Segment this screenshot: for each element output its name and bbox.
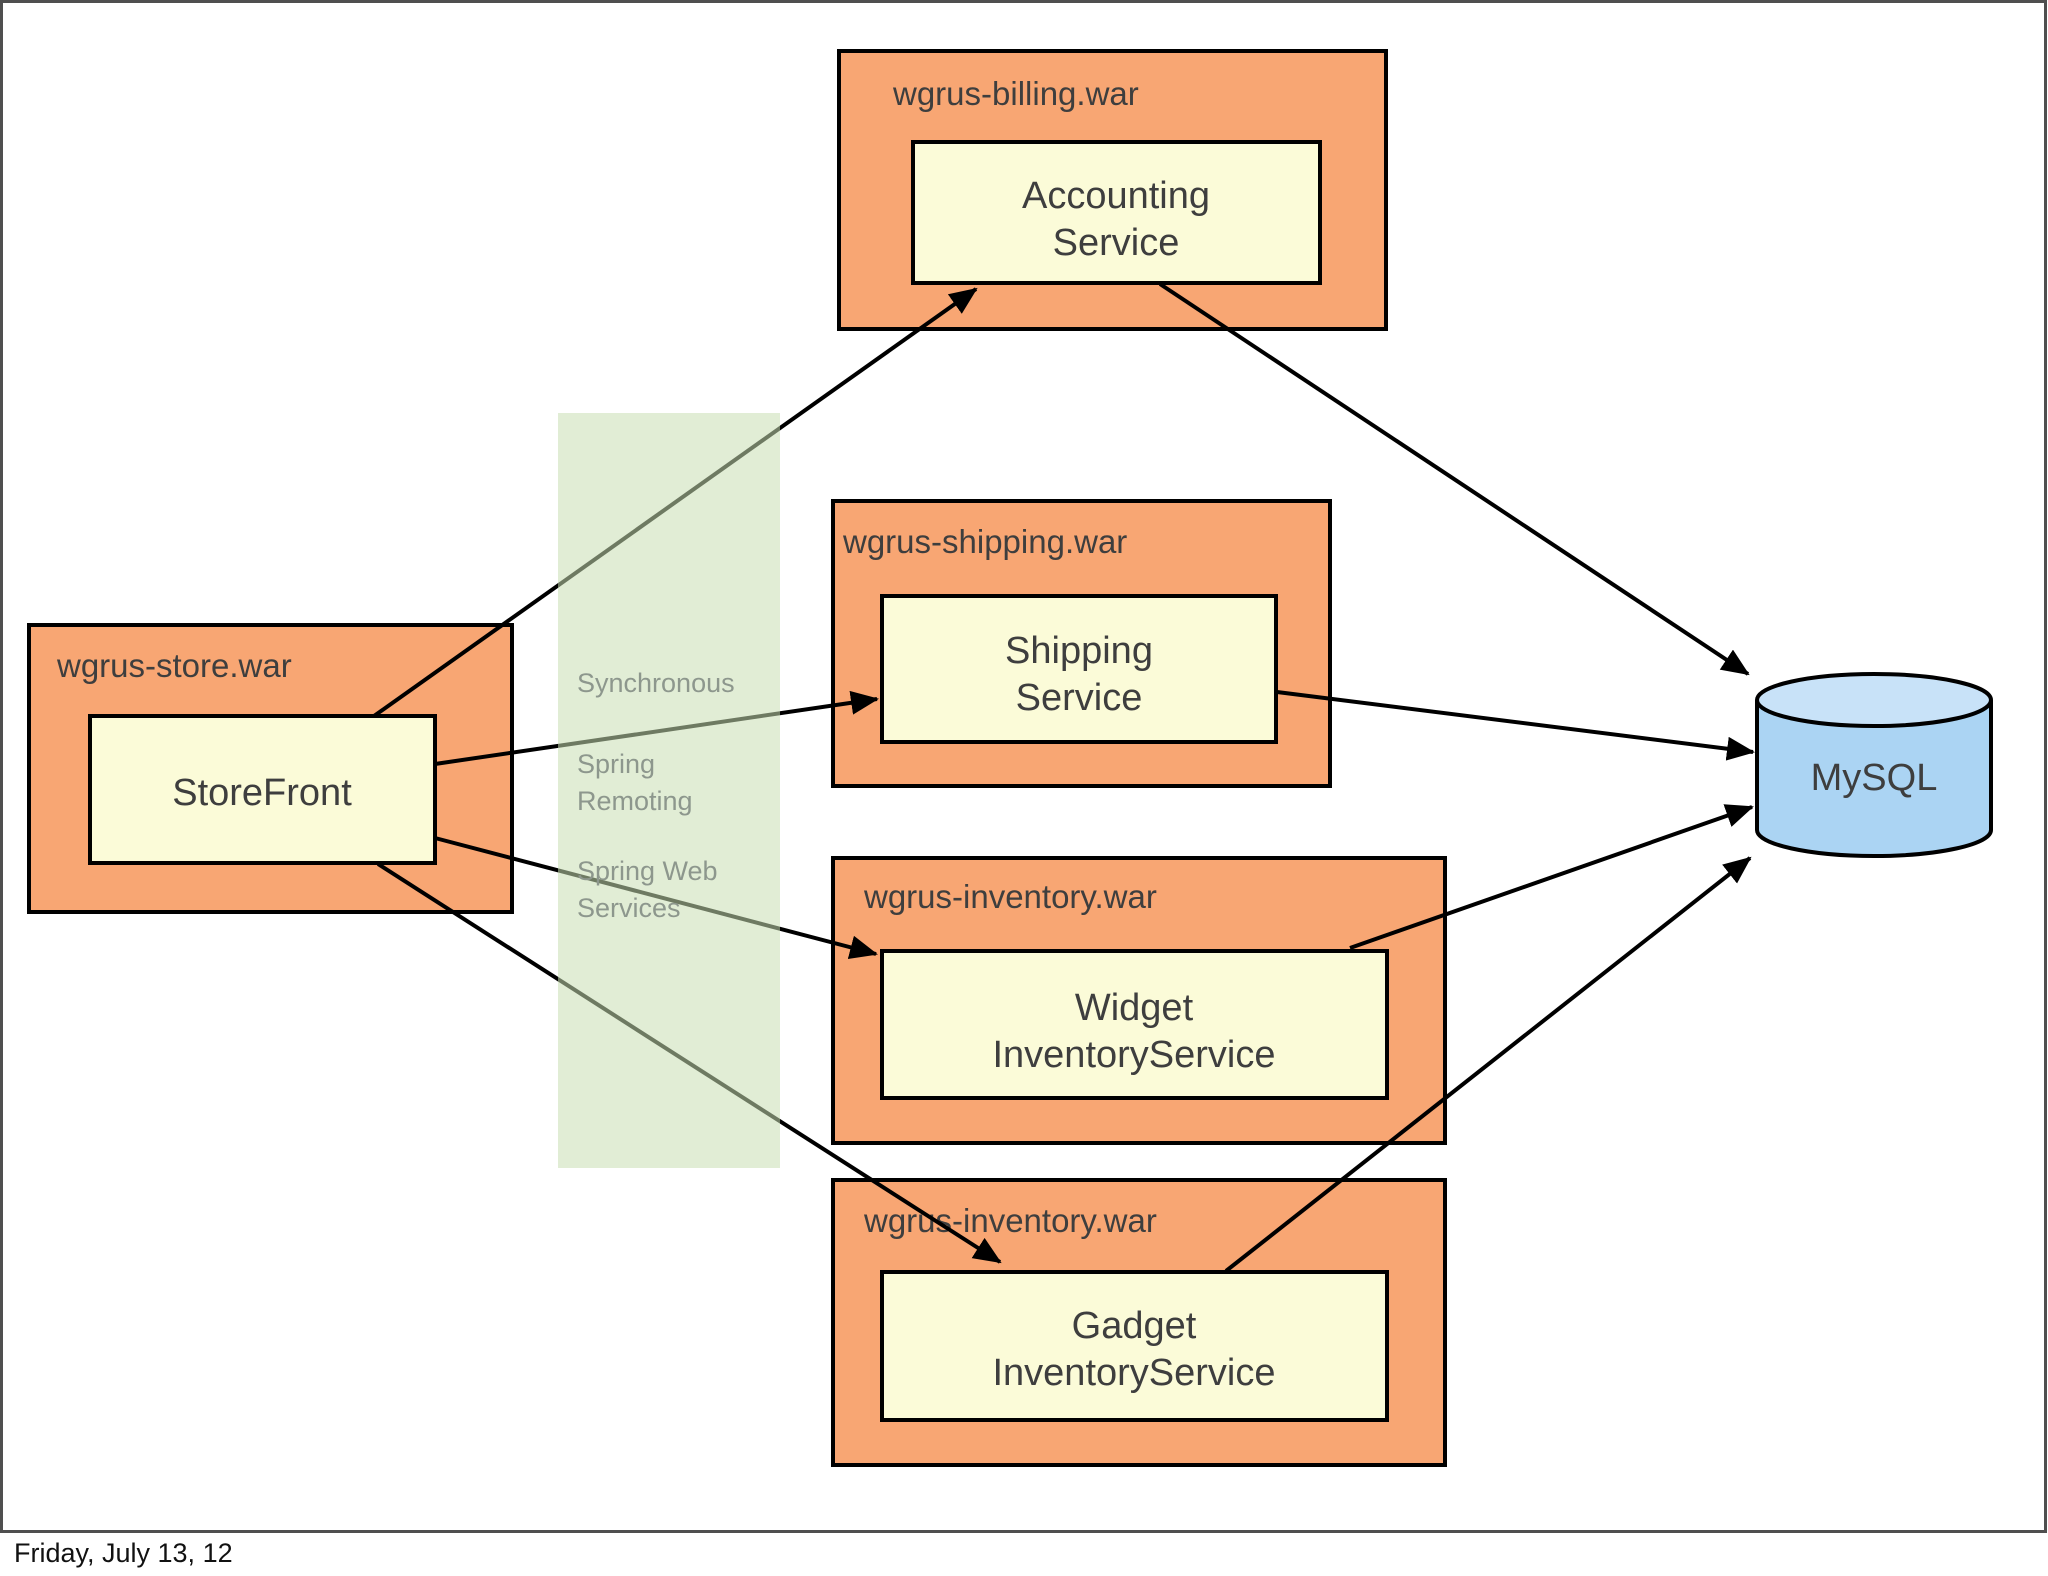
service-label-storefront: StoreFront xyxy=(172,772,352,814)
band-label-synchronous: Synchronous xyxy=(577,668,735,698)
war-label-store: wgrus-store.war xyxy=(56,647,292,684)
service-label-widget-line2: InventoryService xyxy=(992,1034,1275,1076)
arrow-accounting-to-mysql xyxy=(1158,282,1750,676)
war-label-gadget-inventory: wgrus-inventory.war xyxy=(863,1202,1157,1239)
service-label-gadget-line1: Gadget xyxy=(1072,1305,1197,1347)
war-label-widget-inventory: wgrus-inventory.war xyxy=(863,878,1157,915)
band-label-spring-web-services-line2: Services xyxy=(577,893,681,923)
database-label: MySQL xyxy=(1811,757,1938,799)
page-border xyxy=(0,0,2047,1533)
database-cylinder-top xyxy=(1755,672,1993,728)
synchronous-band-overlay xyxy=(558,413,780,1168)
arrow-widget-inventory-to-mysql xyxy=(1349,804,1754,950)
container-wgrus-store-war: wgrus-store.war StoreFront xyxy=(27,623,514,914)
database-cylinder-body xyxy=(1755,700,1993,858)
service-label-accounting-line2: Service xyxy=(1053,222,1180,264)
war-label-billing: wgrus-billing.war xyxy=(892,75,1139,112)
service-box-accounting xyxy=(911,140,1322,285)
container-wgrus-inventory-war-gadget: wgrus-inventory.war Gadget InventoryServ… xyxy=(831,1178,1447,1467)
service-box-storefront xyxy=(88,714,437,865)
footer-date: Friday, July 13, 12 xyxy=(14,1538,233,1568)
service-box-gadget-inventory xyxy=(880,1270,1389,1422)
service-label-gadget-line2: InventoryService xyxy=(992,1352,1275,1394)
container-wgrus-billing-war: wgrus-billing.war Accounting Service xyxy=(837,49,1388,331)
service-label-widget-line1: Widget xyxy=(1075,987,1194,1029)
service-box-shipping xyxy=(880,594,1278,744)
war-label-shipping: wgrus-shipping.war xyxy=(842,523,1127,560)
band-label-spring-remoting-line2: Remoting xyxy=(577,786,693,816)
arrow-shipping-to-mysql xyxy=(1276,690,1755,761)
container-wgrus-shipping-war: wgrus-shipping.war Shipping Service xyxy=(831,499,1332,788)
service-label-accounting-line1: Accounting xyxy=(1022,175,1210,217)
synchronous-band: Synchronous Spring Remoting Spring Web S… xyxy=(558,413,780,1168)
arrow-gadget-inventory-to-mysql xyxy=(1224,856,1752,1273)
mysql-database-cylinder: MySQL xyxy=(1755,672,1993,858)
service-label-shipping-line2: Service xyxy=(1016,677,1143,719)
band-label-spring-remoting-line1: Spring xyxy=(577,749,655,779)
band-label-spring-web-services-line1: Spring Web xyxy=(577,856,718,886)
service-box-widget-inventory xyxy=(880,949,1389,1100)
container-wgrus-inventory-war-widget: wgrus-inventory.war Widget InventoryServ… xyxy=(831,856,1447,1145)
service-label-shipping-line1: Shipping xyxy=(1005,630,1153,672)
